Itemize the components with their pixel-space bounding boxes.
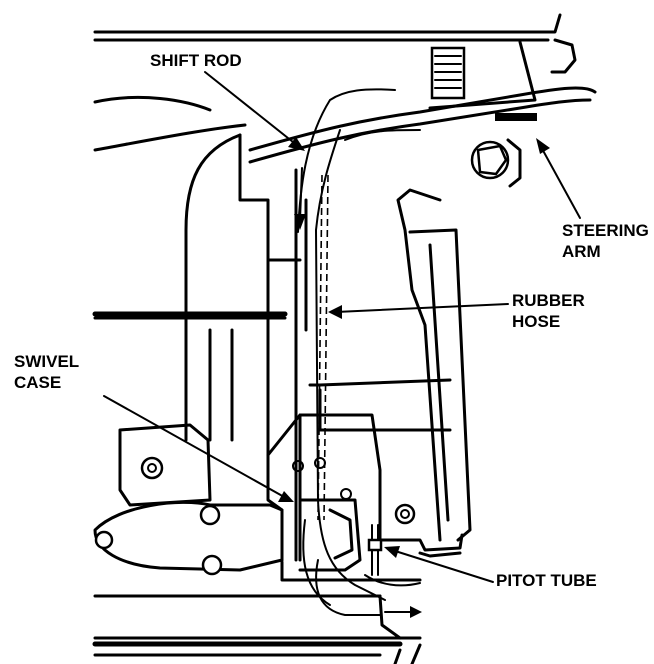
label-steering-arm-line1: STEERING: [562, 221, 649, 240]
clamp-bracket-top: [93, 13, 577, 152]
label-pitot-tube-text: PITOT TUBE: [496, 571, 597, 590]
lower-housing: [92, 498, 422, 664]
pitot-tube: [364, 524, 421, 587]
label-shift-rod-text: SHIFT ROD: [150, 51, 242, 70]
label-rubber-hose-line2: HOSE: [512, 312, 561, 331]
leader-arrows: [103, 71, 581, 618]
label-steering-arm-line2: ARM: [562, 242, 601, 261]
label-shift-rod: SHIFT ROD: [150, 50, 242, 71]
label-rubber-hose: RUBBER HOSE: [512, 290, 585, 332]
label-pitot-tube: PITOT TUBE: [496, 570, 597, 591]
label-swivel-case-line2: CASE: [14, 373, 62, 392]
label-rubber-hose-line1: RUBBER: [512, 291, 585, 310]
label-swivel-case: SWIVEL CASE: [14, 351, 79, 393]
rubber-hose-route: [297, 88, 421, 616]
left-bracket: [93, 423, 284, 576]
label-steering-arm: STEERING ARM: [562, 220, 649, 262]
label-swivel-case-line1: SWIVEL: [14, 352, 80, 371]
swivel-case-body: [92, 133, 472, 562]
